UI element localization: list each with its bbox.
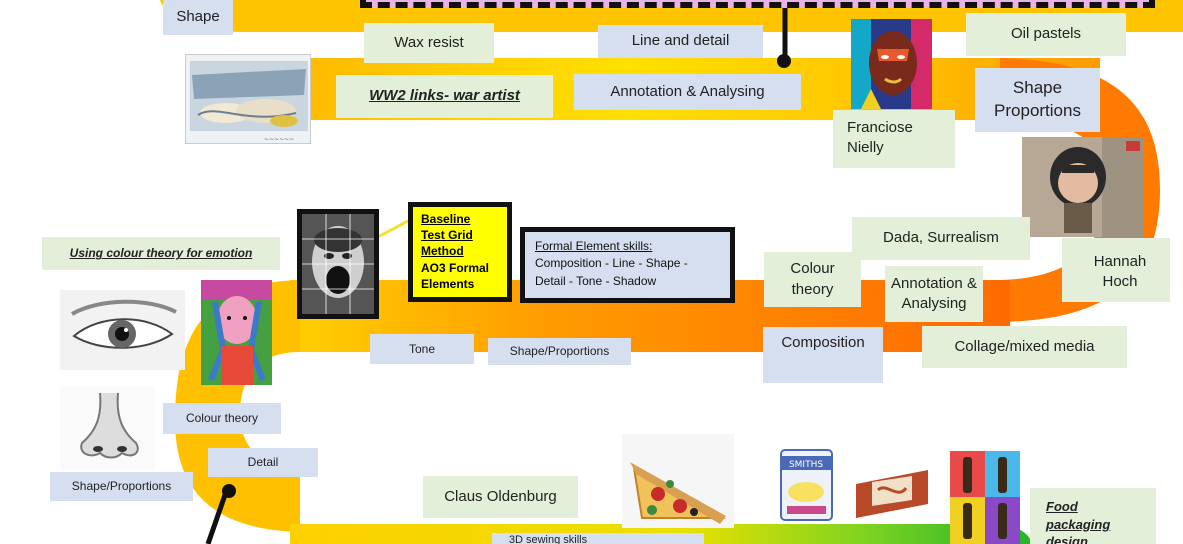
label-ww2-links: WW2 links- war artist xyxy=(336,75,553,118)
label-dada-surrealism: Dada, Surrealism xyxy=(852,217,1030,260)
label-colour-theory: Colour theory xyxy=(764,252,861,307)
label-shape-proportions-top: Shape Proportions xyxy=(975,68,1100,132)
top-dashed-border xyxy=(360,0,1155,8)
label-shape-proportions-mid: Shape/Proportions xyxy=(488,338,631,365)
label-collage-mixed-media: Collage/mixed media xyxy=(922,326,1127,368)
can-text: SMITHS xyxy=(789,460,823,470)
label-hannah-hoch: Hannah Hoch xyxy=(1062,238,1170,302)
eye-drawing-image xyxy=(60,290,185,370)
pizza-slice-image xyxy=(622,434,734,528)
label-line-and-detail: Line and detail xyxy=(598,25,763,58)
nose-drawing-image xyxy=(60,387,155,469)
label-tone: Tone xyxy=(370,334,474,364)
coke-bottles-pop-art-image xyxy=(950,451,1020,544)
formal-skills-title: Formal Element skills: xyxy=(535,239,653,253)
formal-element-skills-box: Formal Element skills: Composition - Lin… xyxy=(520,227,735,303)
connector-dot-bottom xyxy=(222,484,236,498)
label-composition: Composition xyxy=(763,327,883,383)
label-food-packaging-design: Food packaging design xyxy=(1030,488,1156,544)
hannah-hoch-collage-image xyxy=(1022,137,1144,237)
label-claus-oldenburg: Claus Oldenburg xyxy=(423,476,578,518)
label-colour-theory-small: Colour theory xyxy=(163,403,281,434)
baseline-line-4: AO3 Formal xyxy=(421,260,490,275)
chocolate-wrapper-image xyxy=(852,460,932,524)
smiths-jellytots-can-image: SMITHS xyxy=(775,446,838,524)
label-annotation-top: Annotation & Analysing xyxy=(574,74,801,110)
label-shape-proportions-low: Shape/Proportions xyxy=(50,472,193,501)
jim-carrey-grid-image xyxy=(297,209,379,319)
colour-portrait-image xyxy=(201,280,272,385)
label-wax-resist: Wax resist xyxy=(364,23,494,63)
svg-text:~~~~~~: ~~~~~~ xyxy=(264,136,294,143)
label-detail: Detail xyxy=(208,448,318,477)
label-oil-pastels: Oil pastels xyxy=(966,13,1126,56)
formal-skills-line-1: Composition - Line - Shape - xyxy=(535,256,688,271)
war-artist-sketch-image: ~~~~~~ xyxy=(185,54,311,144)
connector-dot-top xyxy=(777,54,791,68)
label-annotation-mid: Annotation & Analysing xyxy=(885,266,983,322)
label-shape: Shape xyxy=(163,0,233,35)
baseline-line-1: Baseline xyxy=(421,212,471,226)
formal-skills-line-2: Detail - Tone - Shadow xyxy=(535,273,657,288)
baseline-line-3: Method xyxy=(421,244,464,259)
baseline-line-2: Test Grid xyxy=(421,228,473,243)
label-franciose-nielly: Franciose Nielly xyxy=(833,110,955,168)
label-using-colour-theory: Using colour theory for emotion xyxy=(42,237,280,270)
label-3d-sewing-skills: 3D sewing skills xyxy=(492,533,704,544)
franciose-nielly-portrait-image xyxy=(851,19,932,109)
baseline-test-box: Baseline Test Grid Method AO3 Formal Ele… xyxy=(408,202,512,302)
baseline-line-5: Elements xyxy=(421,276,475,291)
